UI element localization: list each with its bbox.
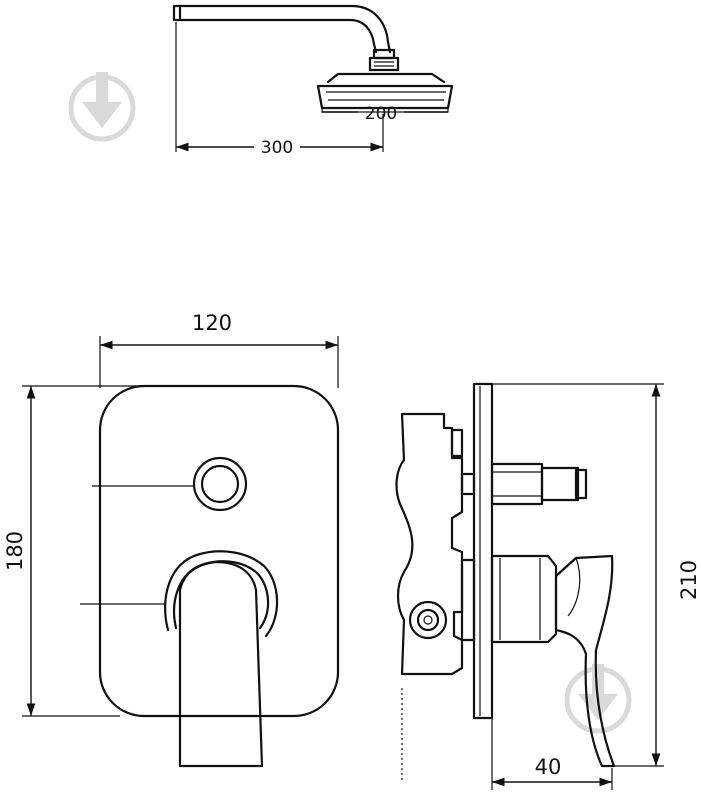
- shower-arm-drawing: [172, 4, 400, 72]
- mixer-front-view: [80, 384, 340, 768]
- dimension-label-300: 300: [261, 138, 293, 158]
- dimension-label-210: 210: [677, 560, 701, 600]
- dimension-label-40: 40: [535, 755, 562, 779]
- dimension-projection-depth: 40: [491, 718, 613, 790]
- dimension-label-200: 200: [365, 104, 397, 124]
- dimension-label-180: 180: [3, 531, 27, 571]
- dimension-shower-head: 200: [322, 104, 448, 124]
- dimension-shower-arm: 300: [175, 22, 384, 158]
- dimension-plate-height: 180: [3, 385, 150, 717]
- watermark-icon-top: [68, 72, 136, 142]
- dimension-plate-width: 120: [99, 311, 339, 388]
- shower-head-drawing: [316, 72, 454, 113]
- mixer-side-view: [395, 382, 616, 768]
- dimension-label-120: 120: [192, 311, 232, 335]
- dimension-total-height: 210: [492, 383, 701, 767]
